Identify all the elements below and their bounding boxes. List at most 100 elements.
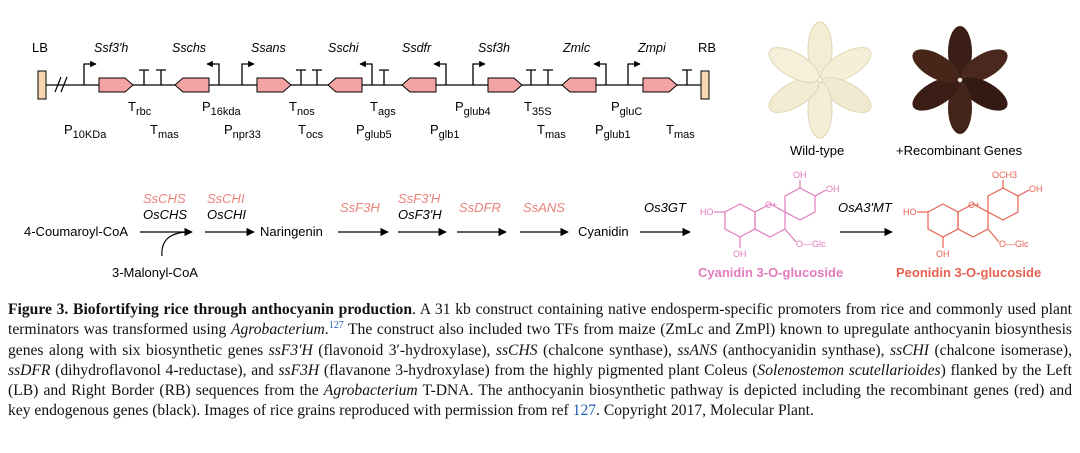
caption-text: (chalcone synthase), xyxy=(537,341,678,359)
gene-ssf3h xyxy=(487,77,523,93)
wildtype-label: Wild-type xyxy=(790,143,844,158)
rice-grain xyxy=(948,26,972,78)
gene-name: Ssf3'h xyxy=(94,41,128,55)
caption-text: (chalcone isomerase), xyxy=(929,341,1072,359)
promoter-arrow xyxy=(206,60,220,85)
element-label: Pglub5 xyxy=(356,122,392,141)
element-label: Pglub4 xyxy=(455,99,491,118)
gene-name: Ssf3h xyxy=(478,41,510,55)
element-label: Tmas xyxy=(666,122,695,141)
enzyme-ssans: SsANS xyxy=(523,200,565,215)
enzyme-oschs: OsCHS xyxy=(143,207,187,222)
rice-grain xyxy=(768,77,820,113)
caption-organism: Agrobacterium xyxy=(230,321,325,339)
gene-name: Ssdfr xyxy=(402,41,432,55)
promoter-arrows xyxy=(83,60,641,85)
enzyme-ssf3prime-h: SsF3'H xyxy=(398,191,441,206)
atom-label: OCH3 xyxy=(992,170,1017,180)
atom-label: OH xyxy=(1029,184,1043,194)
rice-grain xyxy=(960,49,1008,83)
gene-names: Ssf3'h Sschs Ssans Sschi Ssdfr Ssf3h Zml… xyxy=(94,41,667,55)
enzyme-ssdfr: SsDFR xyxy=(459,200,501,215)
promoter-arrow xyxy=(359,60,373,85)
malonyl-curve xyxy=(161,231,187,257)
atom-label: OH xyxy=(733,249,747,259)
caption-text: . A 31 kb construct containing native en… xyxy=(8,301,1072,339)
element-label: P10KDa xyxy=(64,122,107,141)
terminator-symbol xyxy=(682,69,692,85)
gene-name: Zmlc xyxy=(562,41,591,55)
terminators xyxy=(139,69,692,85)
promoter-arrow xyxy=(472,60,486,85)
caption-gene: ssCHS xyxy=(495,341,538,359)
break-mark xyxy=(60,76,68,93)
left-border-box xyxy=(37,70,47,100)
gene-ssf3h-prime xyxy=(98,77,134,93)
element-label: T35S xyxy=(524,99,552,118)
gene-name: Sschi xyxy=(328,41,360,55)
caption-text: . xyxy=(324,321,329,339)
enzyme-sschs: SsCHS xyxy=(143,191,186,206)
naringenin-label: Naringenin xyxy=(260,224,323,239)
gene-name: Ssans xyxy=(251,41,286,55)
element-labels-upper: Trbc P16kda Tnos Tags Pglub4 T35S PgluC xyxy=(128,99,642,118)
rice-grain xyxy=(912,49,960,83)
caption-text: . Copyright 2017, Molecular Plant. xyxy=(596,402,814,420)
caption-species: Solenostemon scutellarioides xyxy=(757,361,941,379)
caption-text: (anthocyanidin synthase), xyxy=(717,341,890,359)
enzyme-osa3mt: OsA3'MT xyxy=(838,200,893,215)
element-label: Pglb1 xyxy=(430,122,459,141)
cyanidin-label: Cyanidin xyxy=(578,224,629,239)
reference-link[interactable]: 127 xyxy=(572,402,597,420)
caption-gene: ssCHI xyxy=(890,341,929,359)
element-label: Trbc xyxy=(128,99,152,118)
element-label: Tmas xyxy=(537,122,566,141)
cosubstrate-label: 3-Malonyl-CoA xyxy=(112,265,198,280)
caption-text: ) flanked by the Left (LB) and Right Bor… xyxy=(8,361,1072,400)
enzyme-osf3prime-h: OsF3'H xyxy=(398,207,442,222)
rice-grain xyxy=(948,82,972,134)
cyanidin-3-glucoside-structure xyxy=(714,180,827,248)
peonidin-atom-labels: OCH3 OH HO O+ O—Glc OH xyxy=(903,170,1043,259)
atom-label: OH xyxy=(936,249,950,259)
enzyme-os3gt: Os3GT xyxy=(644,200,687,215)
atom-label: HO xyxy=(700,207,714,217)
gene-sschs xyxy=(174,77,210,93)
right-border-box xyxy=(700,70,710,100)
element-label: Pglub1 xyxy=(595,122,631,141)
reference-link[interactable]: 127 xyxy=(328,320,344,332)
caption-text: T-DNA. The anthocyanin biosynthetic path… xyxy=(8,382,1072,420)
peonidin-3-glucoside-structure xyxy=(917,180,1030,248)
terminator-symbol xyxy=(296,69,306,85)
terminator-symbol xyxy=(543,69,553,85)
atom-label: OH xyxy=(826,184,840,194)
gene-zmlc xyxy=(561,77,597,93)
element-label: PgluC xyxy=(611,99,642,118)
rb-label: RB xyxy=(698,40,716,55)
caption-text: (flavonoid 3′-hydroxylase), xyxy=(312,341,496,359)
terminator-symbol xyxy=(526,69,536,85)
caption-text: The construct also included two TFs from… xyxy=(8,321,1073,359)
caption-text: (dihydroflavonol 4-reductase), and xyxy=(50,361,279,379)
rice-grain xyxy=(807,21,833,79)
substrate-label: 4-Coumaroyl-CoA xyxy=(24,224,128,239)
rice-grain xyxy=(768,47,820,83)
lb-label: LB xyxy=(32,40,48,55)
element-label: P16kda xyxy=(202,99,242,118)
tdna-construct: LB RB xyxy=(32,40,716,141)
atom-label: O—Glc xyxy=(999,239,1029,249)
gene-sschi xyxy=(327,77,363,93)
figure-panel: LB RB xyxy=(24,21,1043,280)
element-labels-lower: P10KDa Tmas Pnpr33 Tocs Pglub5 Pglb1 Tma… xyxy=(64,122,695,141)
atom-label: O—Glc xyxy=(796,239,826,249)
terminator-symbol xyxy=(312,69,322,85)
enzyme-sschi: SsCHI xyxy=(207,191,245,206)
gene-ssans xyxy=(256,77,292,93)
gene-name: Zmpi xyxy=(637,41,667,55)
caption-gene: ssF3′H xyxy=(268,341,313,359)
enzyme-oschi: OsCHI xyxy=(207,207,246,222)
gene-zmpi xyxy=(642,77,678,93)
element-label: Tocs xyxy=(298,122,324,141)
break-mark xyxy=(54,76,62,93)
element-label: Tnos xyxy=(289,99,315,118)
